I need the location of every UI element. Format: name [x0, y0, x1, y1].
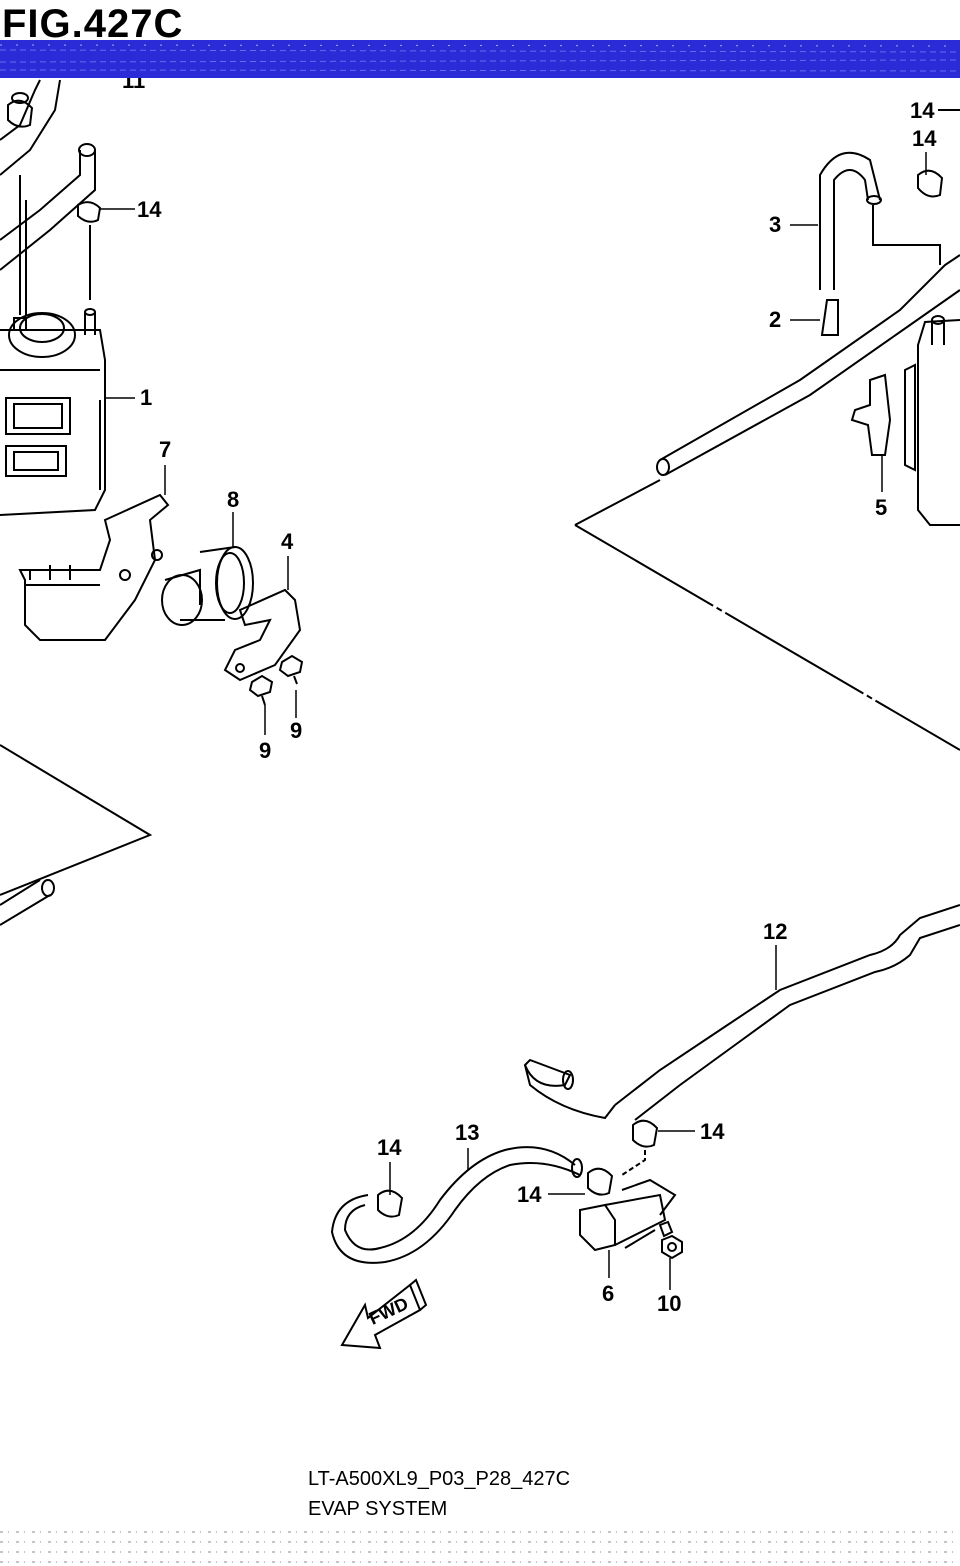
header-banner [0, 40, 960, 78]
caption-section-name: EVAP SYSTEM [308, 1498, 448, 1520]
clamps-part-14 [377, 1119, 659, 1218]
callout-part-12: 12 [763, 919, 788, 944]
figure-title: FIG.427C [2, 2, 184, 46]
fwd-arrow [340, 1278, 428, 1350]
callout-part-10: 10 [657, 1291, 682, 1316]
callout-part-8: 8 [227, 487, 240, 512]
callout-part-1: 1 [140, 385, 153, 410]
callout-part-7: 7 [159, 437, 172, 462]
callout-part-11-cut: 11 [122, 68, 146, 93]
hose-part-12 [523, 904, 960, 1121]
callout-part-9-left: 9 [259, 738, 272, 763]
callout-part-2: 2 [769, 307, 782, 332]
bracket-part-7 [18, 493, 170, 641]
bottom-noise-strip [0, 1531, 960, 1563]
caption-model-code: LT-A500XL9_P03_P28_427C [308, 1468, 571, 1490]
callout-part-9-right: 9 [290, 718, 303, 743]
callout-part-3: 3 [769, 212, 782, 237]
callout-part-5: 5 [875, 495, 888, 520]
bolts-part-9 [248, 654, 304, 706]
bracket-part-4 [223, 588, 302, 682]
callout-part-6: 6 [602, 1281, 615, 1306]
callout-part-14-right: 14 [912, 126, 937, 151]
hose-part-13 [330, 1146, 583, 1264]
callout-part-14-top-left: 14 [137, 197, 162, 222]
callout-part-14-clamp-mid: 14 [517, 1182, 542, 1207]
callout-part-4: 4 [281, 529, 294, 554]
valve-part-6 [579, 1178, 677, 1252]
nut-part-10 [661, 1234, 683, 1260]
callout-part-14-top-right: 14 [910, 98, 935, 123]
callout-part-13: 13 [455, 1120, 480, 1145]
canister-left [0, 308, 106, 516]
diagonal-boundary [574, 479, 960, 751]
left-lower-lines [0, 744, 153, 926]
canister-right [850, 315, 960, 526]
hose-part-3 [656, 109, 960, 476]
leader-lines [100, 109, 940, 1290]
callout-part-14-clamp-left: 14 [377, 1135, 402, 1160]
hoses-top-left [0, 79, 102, 315]
sleeve-part-8 [161, 546, 254, 626]
callout-part-14-clamp-valve: 14 [700, 1119, 725, 1144]
